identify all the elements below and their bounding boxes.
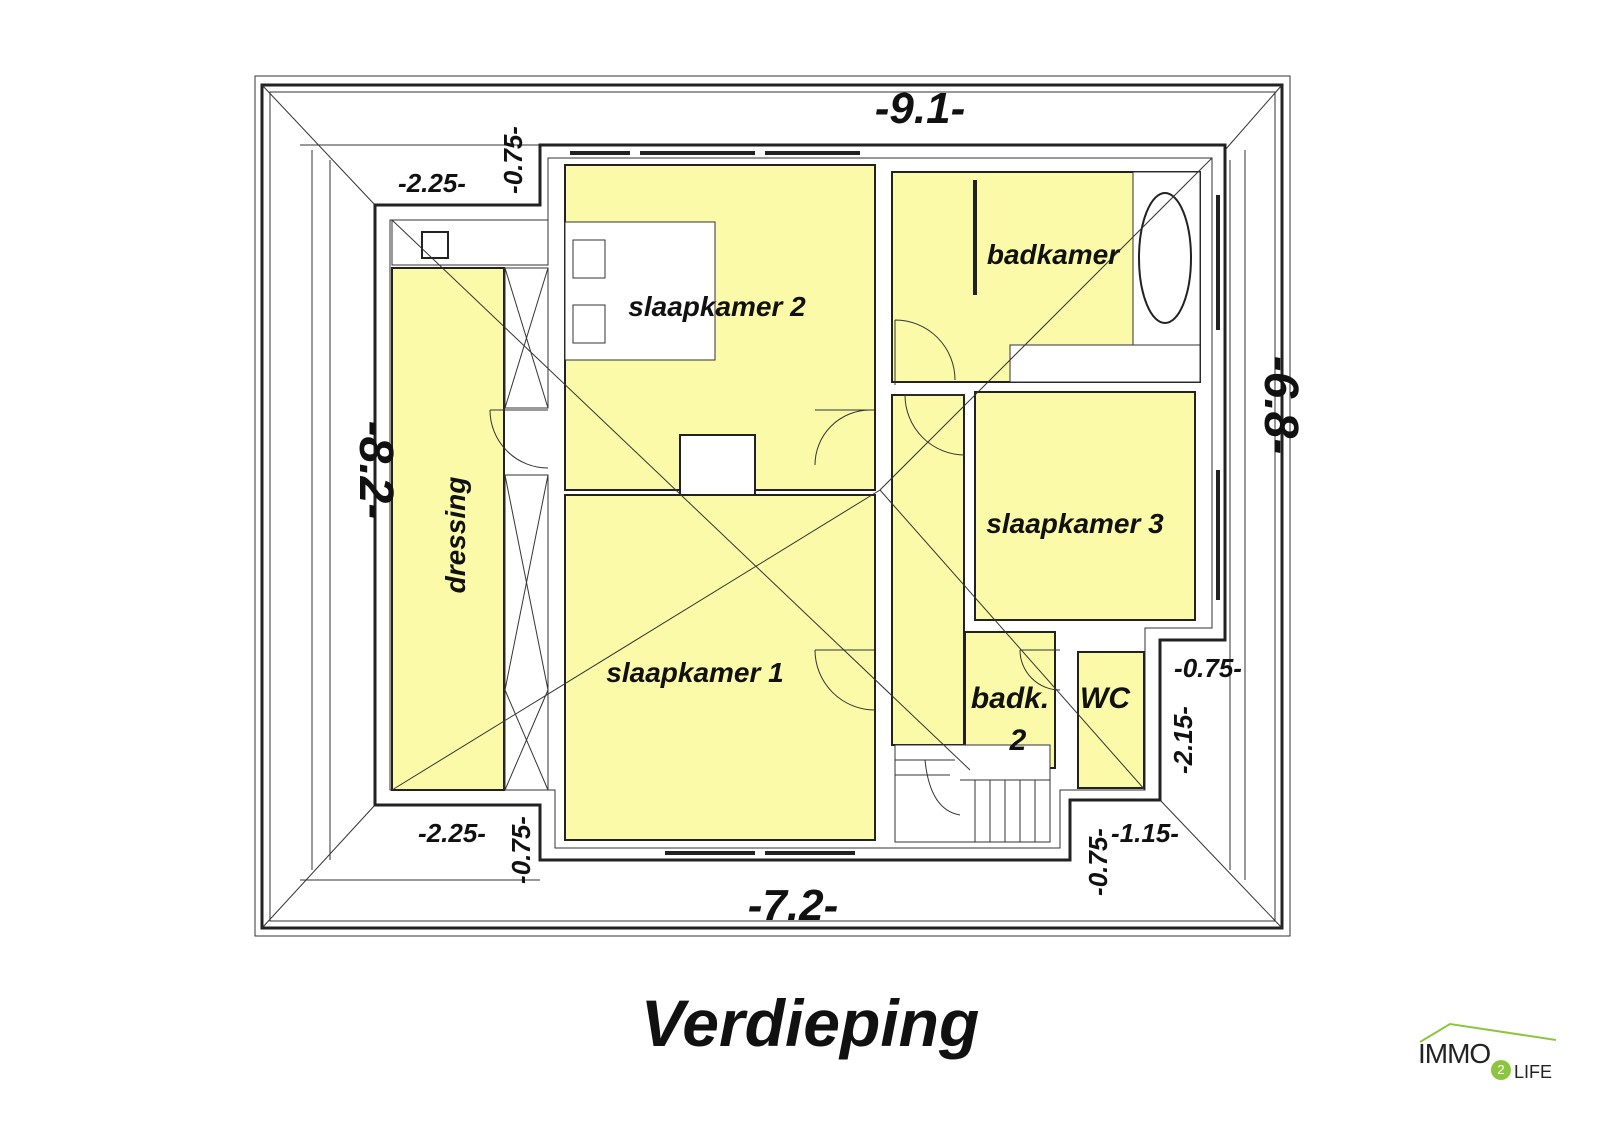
house-roof-icon bbox=[1419, 1022, 1557, 1043]
dim-bottom: -7.2- bbox=[748, 881, 838, 930]
staircase bbox=[894, 744, 1051, 843]
building-outline bbox=[373, 143, 1227, 862]
floor-title: Verdieping bbox=[640, 986, 980, 1060]
label-slaapkamer-2: slaapkamer 2 bbox=[628, 291, 806, 322]
label-badkamer-2: badk. bbox=[971, 682, 1049, 715]
room-wc bbox=[1077, 651, 1145, 789]
dim-bottom-right-depth: -0.75- bbox=[1083, 828, 1113, 896]
label-slaapkamer-1: slaapkamer 1 bbox=[606, 657, 783, 688]
dim-bottom-left-width: -2.25- bbox=[418, 818, 486, 848]
label-badkamer: badkamer bbox=[987, 239, 1121, 270]
dim-top-left-width: -2.25- bbox=[398, 168, 466, 198]
dim-notch-height: -2.15- bbox=[1168, 706, 1198, 774]
bathtub-icon bbox=[1138, 192, 1192, 324]
label-wc: WC bbox=[1080, 682, 1131, 715]
dim-notch-depth: -0.75- bbox=[1174, 653, 1242, 683]
chimney-icon bbox=[421, 231, 449, 259]
hallway bbox=[891, 394, 965, 746]
immo2life-logo: IMMO 2 LIFE bbox=[1418, 1020, 1558, 1090]
label-slaapkamer-3: slaapkamer 3 bbox=[986, 508, 1164, 539]
doors bbox=[489, 319, 1061, 711]
roof-hip-lines bbox=[261, 84, 1283, 929]
dim-top: -9.1- bbox=[875, 84, 965, 133]
dim-top-left-depth: -0.75- bbox=[498, 126, 528, 194]
dim-right: -6.8- bbox=[1254, 356, 1307, 455]
plot-outline bbox=[254, 75, 1291, 937]
dim-bottom-left-depth: -0.75- bbox=[506, 816, 536, 884]
roof-edge bbox=[260, 83, 1284, 930]
room-slaapkamer-1 bbox=[564, 494, 876, 841]
room-dressing bbox=[391, 267, 505, 791]
room-slaapkamer-3 bbox=[974, 391, 1196, 621]
dim-left: -8.2- bbox=[349, 421, 402, 520]
label-badkamer-2-number: 2 bbox=[1009, 724, 1027, 757]
label-dressing: dressing bbox=[440, 477, 471, 594]
dim-bottom-right-width: -1.15- bbox=[1111, 818, 1179, 848]
